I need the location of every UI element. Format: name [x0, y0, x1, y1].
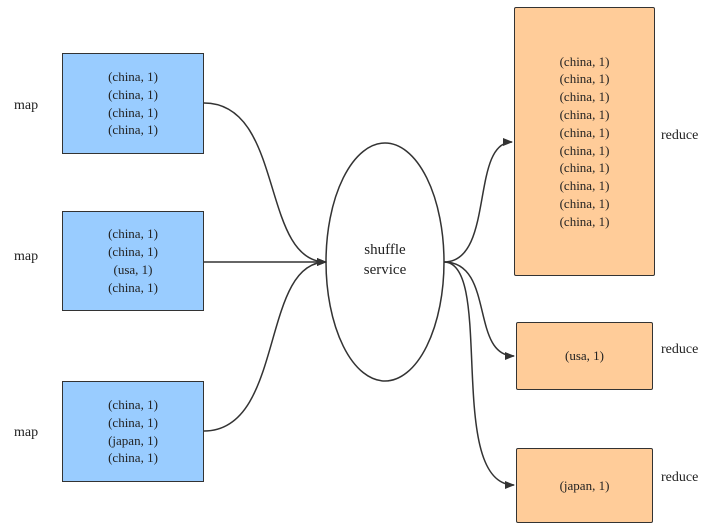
edge-map1-to-shuffle — [203, 102, 327, 266]
reduce-item: (china, 1) — [559, 124, 610, 140]
reduce-box: (china, 1) (china, 1) (china, 1) (china,… — [514, 7, 655, 276]
map-item: (japan, 1) — [108, 432, 158, 448]
map-item: (china, 1) — [108, 86, 158, 102]
map-item: (china, 1) — [108, 122, 158, 138]
reduce-label: reduce — [661, 342, 699, 357]
map-item: (china, 1) — [108, 226, 158, 242]
map-label: map — [14, 425, 39, 440]
map-box: (china, 1) (china, 1) (japan, 1) (china,… — [62, 381, 204, 482]
map-box: (china, 1) (china, 1) (china, 1) (china,… — [62, 53, 204, 154]
edge-shuffle-to-reduce1 — [443, 138, 513, 263]
reduce-item: (china, 1) — [559, 178, 610, 194]
reduce-label: reduce — [661, 470, 699, 485]
reduce-item: (usa, 1) — [565, 348, 604, 364]
map-item: (china, 1) — [108, 279, 158, 295]
reduce-item: (china, 1) — [559, 53, 610, 69]
reduce-item: (china, 1) — [559, 142, 610, 158]
map-item: (china, 1) — [108, 450, 158, 466]
edge-shuffle-to-reduce2 — [443, 261, 515, 360]
reduce-item: (china, 1) — [559, 195, 610, 211]
reduce-box: (usa, 1) — [516, 322, 653, 390]
reduce-item: (japan, 1) — [559, 477, 610, 493]
reduce-item: (china, 1) — [559, 160, 610, 176]
map-item: (china, 1) — [108, 396, 158, 412]
reduce-item: (china, 1) — [559, 71, 610, 87]
reduce-item: (china, 1) — [559, 106, 610, 122]
edge-shuffle-to-reduce3 — [443, 261, 515, 489]
edge-map3-to-shuffle — [203, 258, 327, 432]
map-label: map — [14, 249, 39, 264]
map-label: map — [14, 98, 39, 113]
map-item: (china, 1) — [108, 244, 158, 260]
shuffle-label-line2: service — [363, 262, 407, 278]
shuffle-label-line1: shuffle — [364, 242, 406, 258]
map-item: (china, 1) — [108, 104, 158, 120]
reduce-label: reduce — [661, 128, 699, 143]
map-item: (usa, 1) — [113, 262, 153, 277]
reduce-box: (japan, 1) — [516, 448, 653, 523]
shuffle-service-label: shuffle service — [326, 240, 444, 280]
map-item: (china, 1) — [108, 414, 158, 430]
map-box: (china, 1) (china, 1) (usa, 1) (china, 1… — [62, 211, 204, 311]
reduce-item: (china, 1) — [559, 213, 610, 229]
reduce-item: (china, 1) — [559, 89, 610, 105]
map-item: (china, 1) — [108, 68, 158, 84]
